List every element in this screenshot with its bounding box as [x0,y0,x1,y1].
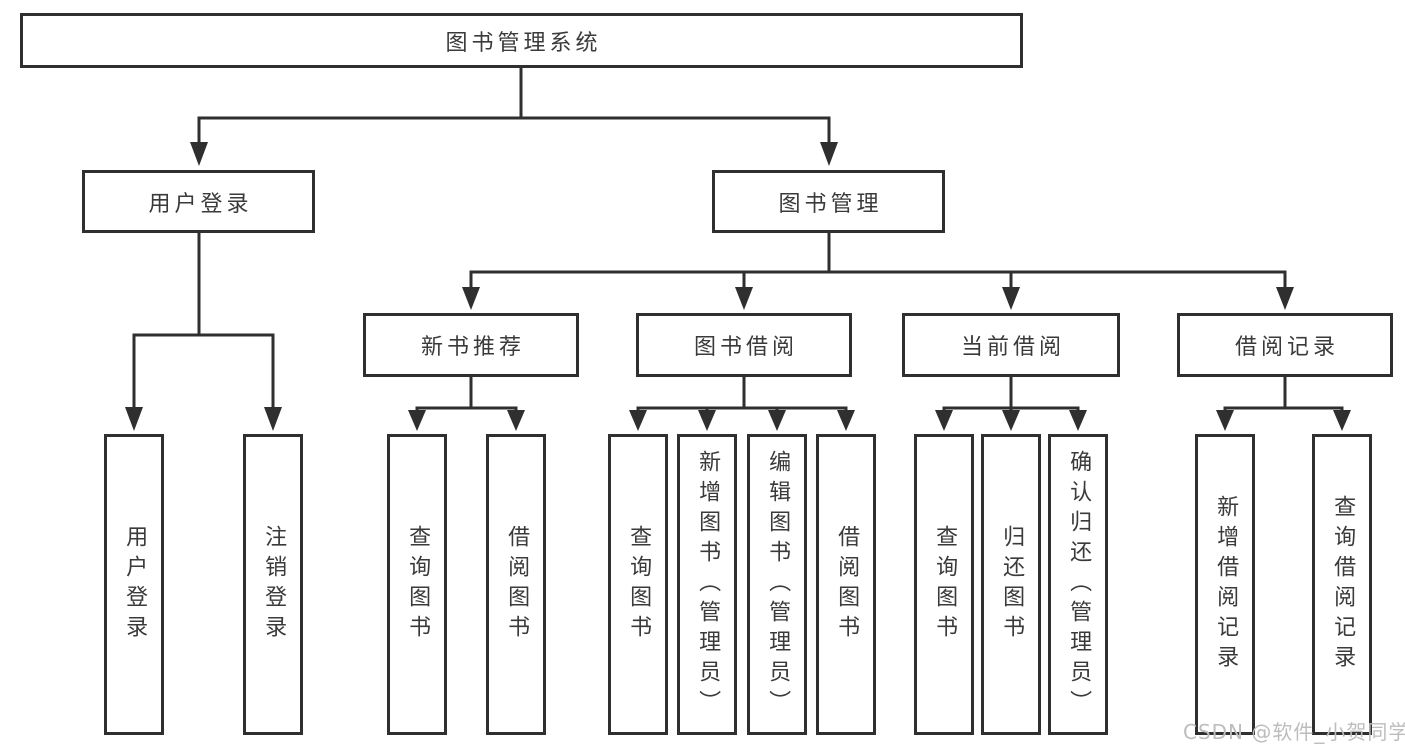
leaf-borrowing-add-book-admin: 新增图书（管理员） [677,434,737,735]
arrowheads [125,142,1351,431]
leaf-user-login: 用户登录 [104,434,164,735]
node-user-login: 用户登录 [82,170,315,233]
leaf-newbook-borrow-book: 借阅图书 [486,434,546,735]
leaf-borrowing-edit-book-admin-label: 编辑图书（管理员） [765,449,791,720]
leaf-current-confirm-return-admin-label: 确认归还（管理员） [1066,449,1092,720]
node-root-system: 图书管理系统 [20,13,1023,68]
node-new-book-recommend: 新书推荐 [363,313,579,377]
node-root-system-label: 图书管理系统 [445,30,602,56]
node-book-borrowing-label: 图书借阅 [693,335,798,360]
leaf-current-query-book: 查询图书 [914,434,974,735]
leaf-current-confirm-return-admin: 确认归还（管理员） [1048,434,1108,735]
leaf-current-return-book-label: 归还图书 [999,524,1025,645]
leaf-newbook-query-book-label: 查询图书 [405,524,431,645]
node-user-login-label: 用户登录 [148,191,253,217]
node-current-borrowing-label: 当前借阅 [960,335,1065,360]
leaf-borrowing-edit-book-admin: 编辑图书（管理员） [747,434,807,735]
leaf-user-login-label: 用户登录 [122,524,148,645]
node-current-borrowing: 当前借阅 [902,313,1120,377]
node-borrow-records-label: 借阅记录 [1234,335,1339,360]
leaf-borrowing-query-book: 查询图书 [608,434,668,735]
leaf-logout-label: 注销登录 [261,524,287,645]
leaf-borrowing-query-book-label: 查询图书 [626,524,652,645]
node-book-borrowing: 图书借阅 [636,313,852,377]
leaf-newbook-borrow-book-label: 借阅图书 [504,524,530,645]
leaf-records-add-record-label: 新增借阅记录 [1213,494,1239,675]
node-new-book-recommend-label: 新书推荐 [420,335,525,360]
leaf-records-query-record: 查询借阅记录 [1312,434,1372,735]
leaf-borrowing-add-book-admin-label: 新增图书（管理员） [695,449,721,720]
leaf-newbook-query-book: 查询图书 [387,434,447,735]
leaf-current-return-book: 归还图书 [981,434,1041,735]
leaf-logout: 注销登录 [243,434,303,735]
leaf-records-add-record: 新增借阅记录 [1195,434,1255,735]
node-book-management: 图书管理 [712,170,945,233]
leaf-current-query-book-label: 查询图书 [932,524,958,645]
node-borrow-records: 借阅记录 [1177,313,1393,377]
watermark: CSDN @软件_小贺同学 [1183,720,1405,744]
leaf-borrowing-borrow-book-label: 借阅图书 [834,524,860,645]
node-book-management-label: 图书管理 [778,191,883,217]
leaf-records-query-record-label: 查询借阅记录 [1330,494,1356,675]
leaf-borrowing-borrow-book: 借阅图书 [816,434,876,735]
